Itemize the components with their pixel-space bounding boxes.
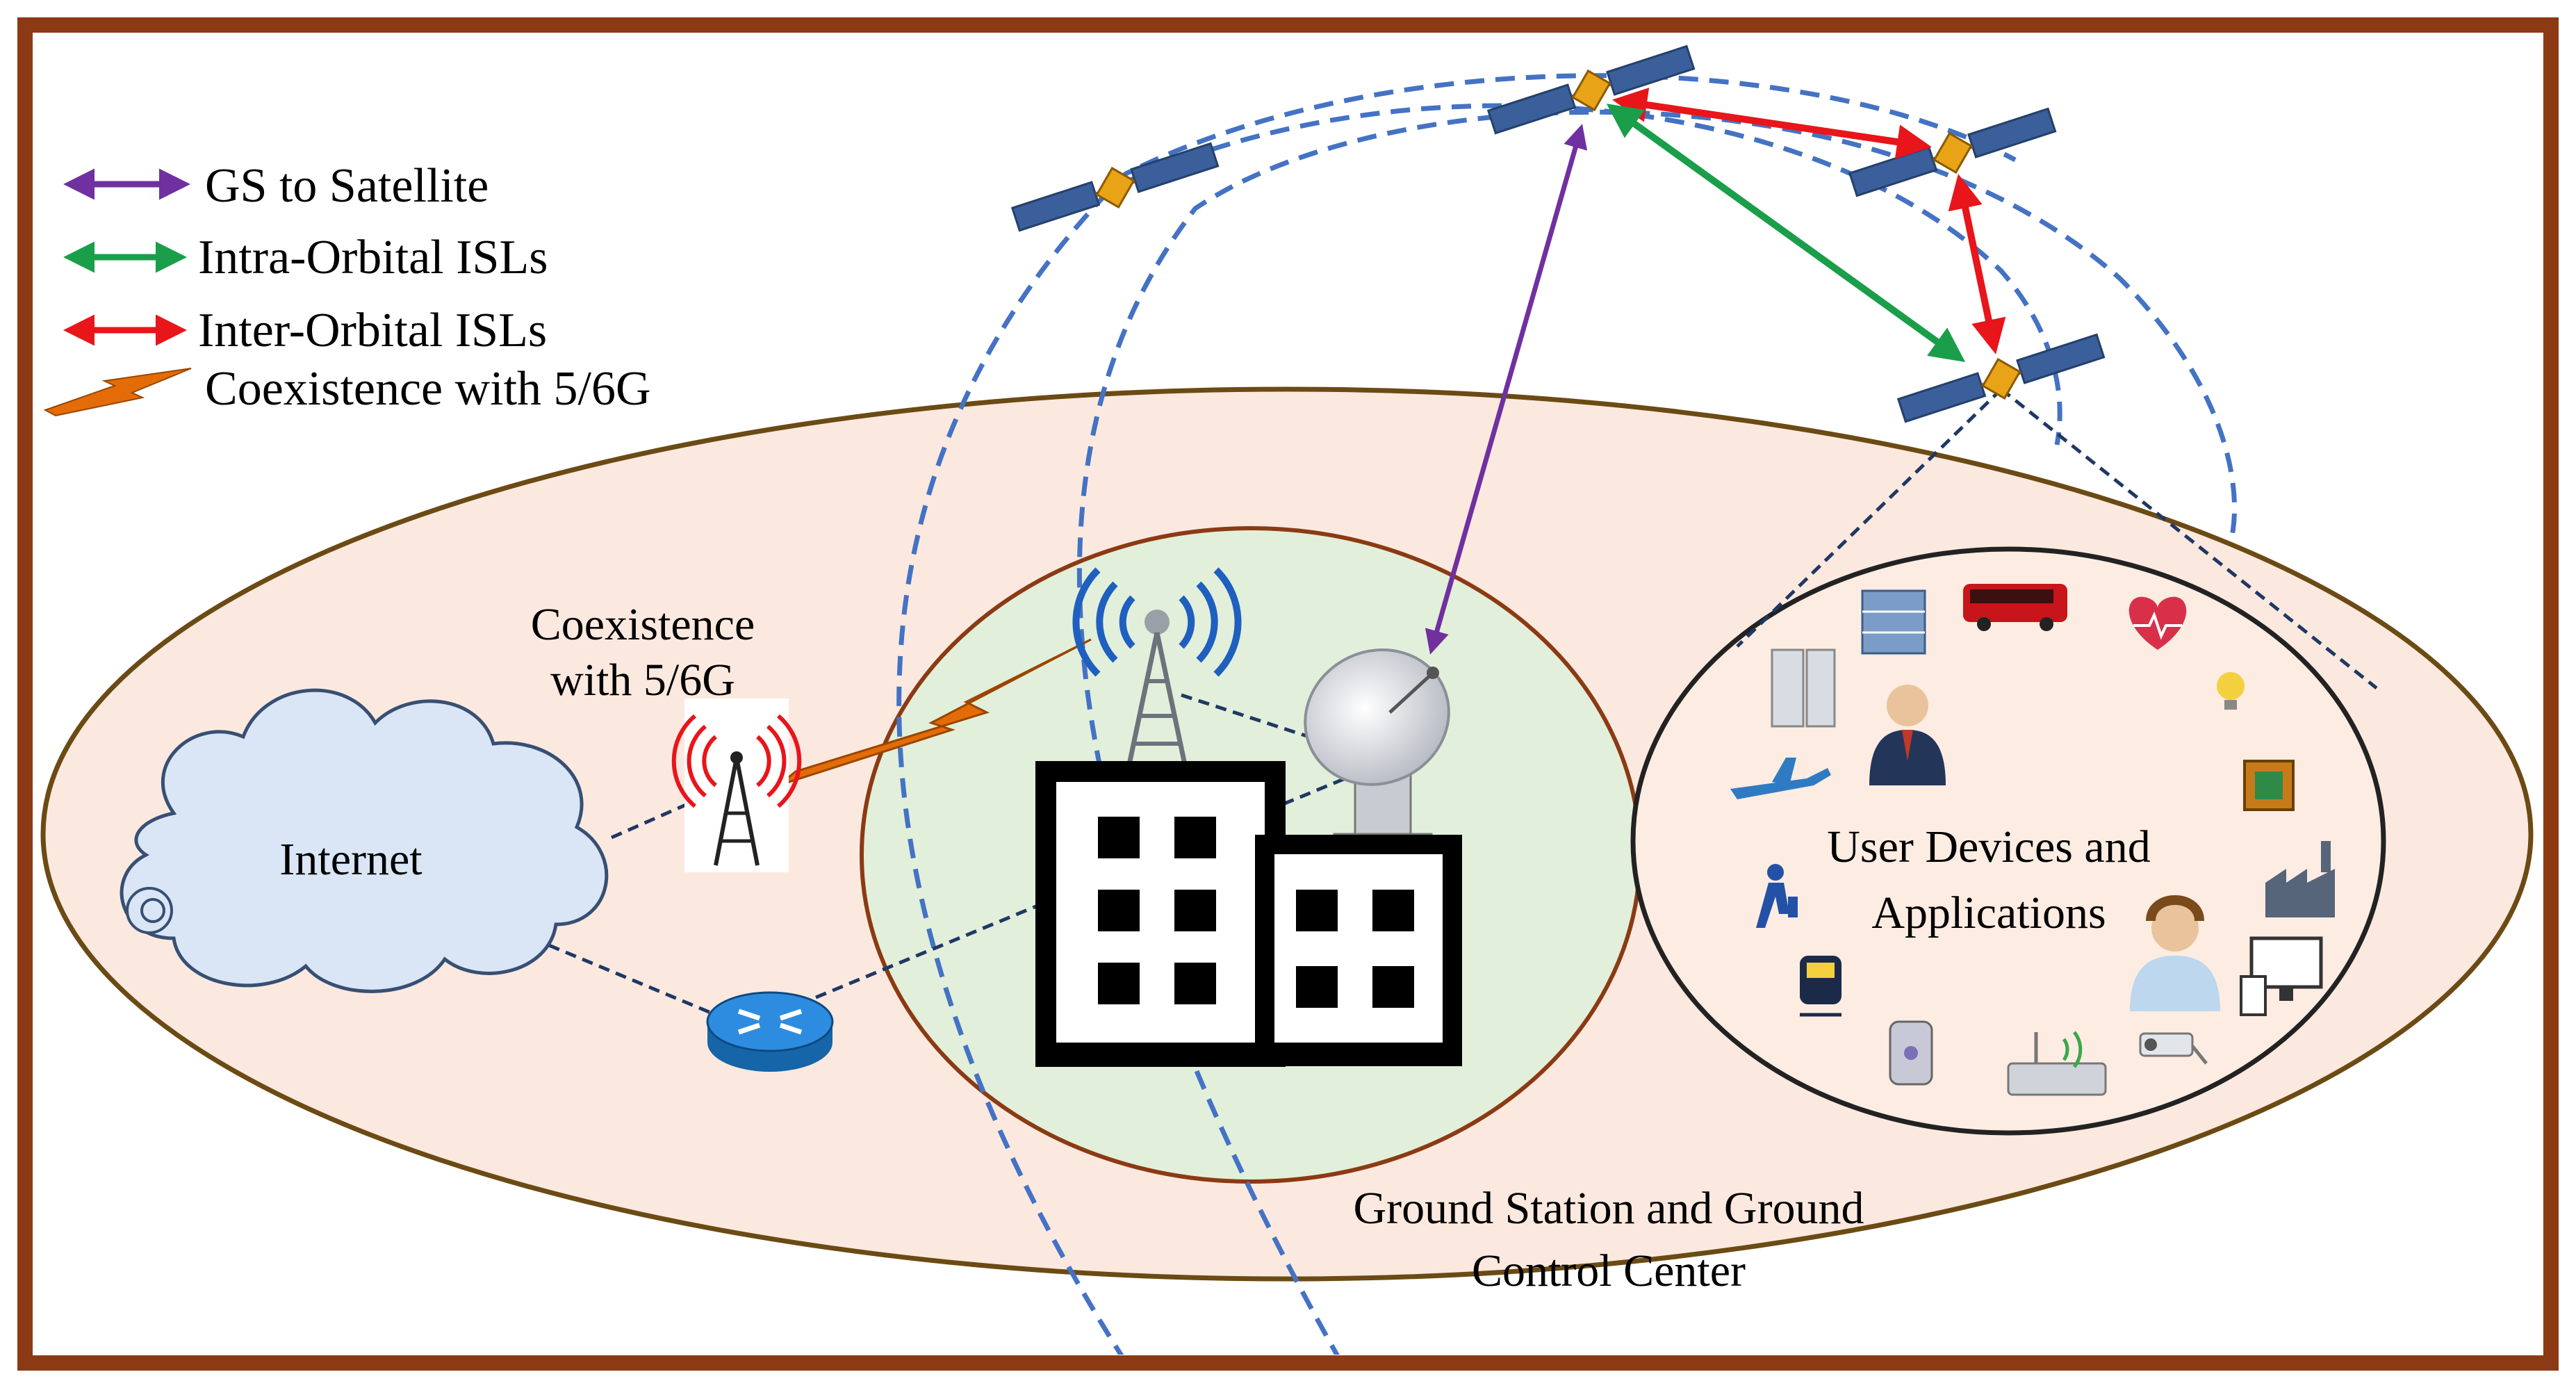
internet-tower-link [610, 797, 700, 840]
building-icon [1035, 761, 1462, 1067]
legend-intra-orbital-label: Intra-Orbital ISLs [198, 231, 548, 284]
cell-tower-icon [1072, 567, 1242, 765]
wifi-router-icon [2007, 1031, 2107, 1096]
train-icon [1800, 956, 1841, 1017]
legend-inter-orbital-label: Inter-Orbital ISLs [198, 304, 547, 357]
traveler-icon [1756, 864, 1798, 928]
chip-icon [2243, 760, 2295, 811]
factory-icon [2265, 841, 2335, 917]
intra-orbital-arrow [1606, 104, 1966, 362]
lightbulb-icon [2217, 672, 2245, 710]
legend: GS to Satellite Intra-Orbital ISLs Inter… [43, 159, 651, 417]
user-devices-label-line1: User Devices and [1827, 822, 2150, 872]
satellite-user-link [1736, 388, 2003, 648]
appliance-icon [1771, 648, 1836, 728]
building-icon [1861, 589, 1926, 655]
orbit-path [1076, 109, 2238, 1355]
orbit-path [896, 73, 2017, 1355]
camera-icon [2139, 1032, 2208, 1065]
coexistence-label-line1: Coexistence [531, 599, 755, 650]
router-icon [706, 991, 834, 1072]
legend-coexistence-label: Coexistence with 5/6G [205, 362, 651, 416]
coexistence-label-line2: with 5/6G [550, 655, 735, 705]
airplane-icon [1730, 758, 1831, 799]
person-icon [1869, 685, 1946, 785]
coexistence-bolt-icon [778, 638, 1092, 787]
user-devices-label-line2: Applications [1871, 888, 2106, 938]
inter-orbital-arrow [1948, 174, 2006, 354]
heart-icon [2128, 596, 2187, 650]
internet-router-link [548, 943, 716, 1017]
ground-station-label-line2: Control Center [1472, 1246, 1746, 1296]
phone-icon [1889, 1020, 1933, 1086]
tower-dish-link [1181, 693, 1363, 756]
cloud-icon [120, 688, 609, 993]
ground-station-label-line1: Ground Station and Ground [1353, 1183, 1864, 1234]
device-icons [1730, 584, 2335, 1096]
gs-to-satellite-arrow [1425, 124, 1588, 655]
monitor-icon [2240, 936, 2323, 1016]
satellite-user-link [2000, 388, 2378, 689]
cell-tower-icon [671, 699, 802, 872]
internet-label: Internet [279, 834, 422, 885]
operator-icon [2130, 895, 2220, 1011]
legend-coexistence-bolt-icon [43, 368, 192, 417]
legend-gs-to-satellite-label: GS to Satellite [205, 159, 489, 213]
bus-icon [1963, 584, 2067, 631]
